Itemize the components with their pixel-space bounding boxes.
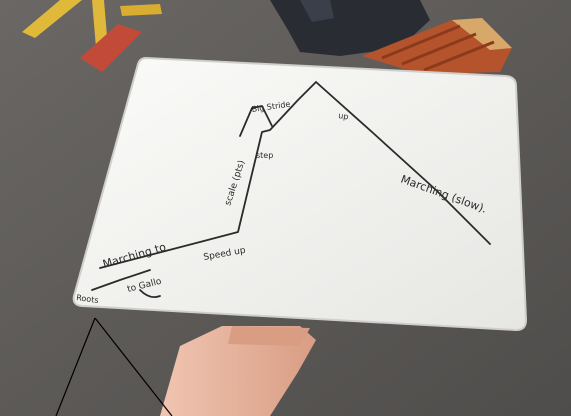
label-up: up — [338, 111, 349, 121]
label-step: step — [256, 151, 273, 160]
